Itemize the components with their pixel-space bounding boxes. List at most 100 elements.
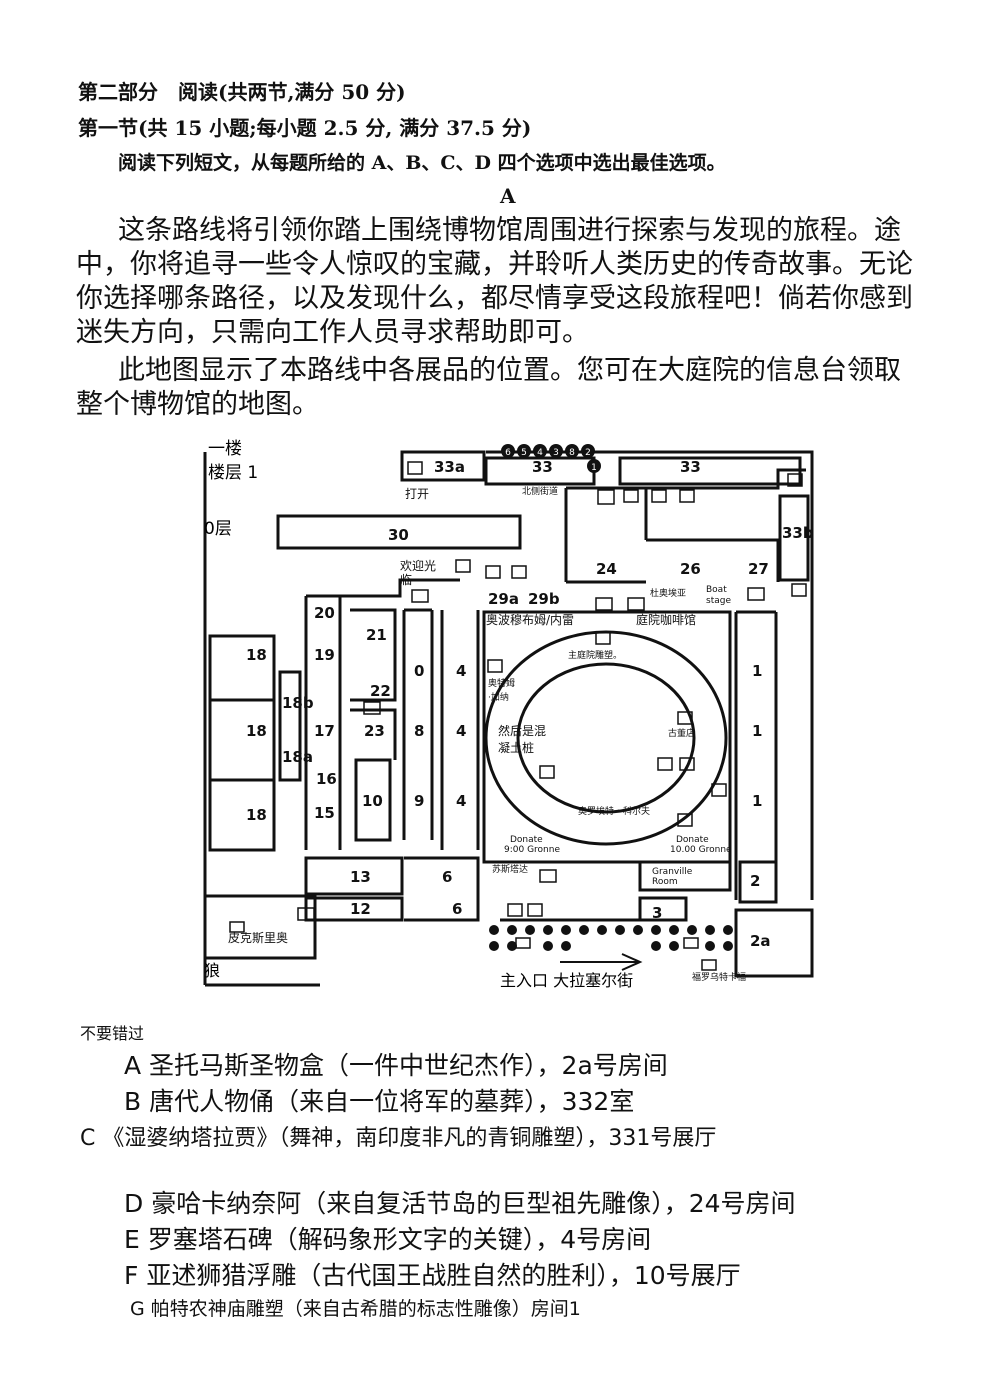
info-icon: [455, 559, 471, 573]
room-number: 18a: [282, 748, 313, 766]
open-label: 打开: [405, 487, 429, 501]
option-d: D 豪哈卡纳奈阿（来自复活节岛的巨型祖先雕像），24号房间: [124, 1189, 796, 1218]
info-icon: [595, 631, 611, 645]
north-number: 2: [585, 448, 591, 458]
room-number: 18: [246, 806, 267, 824]
part-heading: 第二部分 阅读(共两节,满分 50 分): [78, 80, 406, 104]
floor-label: 楼层 1: [208, 463, 258, 483]
north-number: 4: [537, 448, 543, 458]
room-number: 33b: [782, 524, 814, 542]
boat-stage-label: stage: [706, 596, 731, 606]
court-cafe-label: 庭院咖啡馆: [636, 612, 696, 627]
room-number: 26: [680, 560, 701, 578]
shop-icon: [677, 711, 693, 725]
frotford-label: 福罗乌特卡福: [692, 971, 746, 983]
north-number: 5: [521, 448, 527, 458]
room-number: 16: [316, 770, 337, 788]
lift-icon: [511, 565, 527, 579]
room-number: 33: [532, 458, 553, 476]
passage-line: 迷失方向，只需向工作人员寻求帮助即可。: [76, 317, 589, 348]
room-number: 1: [752, 792, 762, 810]
section-heading: 第一节(共 15 小题;每小题 2.5 分, 满分 37.5 分): [78, 116, 532, 140]
main-entrance-label: 主入口 大拉塞尔街: [500, 971, 633, 990]
room-number: 10: [362, 792, 383, 810]
passage-line: 这条路线将引领你踏上围绕博物馆周围进行探索与发现的旅程。途: [118, 215, 901, 246]
room-number: 2: [750, 872, 760, 890]
stairs-icon: [627, 597, 645, 611]
north-number: 1: [591, 463, 597, 473]
sustar-label: 苏斯塔达: [492, 863, 528, 875]
stairs-icon: [539, 765, 555, 779]
passage-line: 此地图显示了本路线中各展品的位置。您可在大庭院的信息台领取: [118, 355, 901, 386]
north-number: 6: [505, 448, 511, 458]
passage-line: 中，你将追寻一些令人惊叹的宝藏，并聆听人类历史的传奇故事。无论: [76, 249, 913, 280]
lift-icon: [679, 757, 695, 771]
donate-label: 10.00 Gronne: [670, 845, 732, 855]
info-icon: [701, 959, 717, 971]
room-number: 33a: [434, 458, 465, 476]
cafe-icon: [651, 489, 667, 503]
room-number: 4: [456, 722, 466, 740]
north-number: 3: [553, 448, 559, 458]
room-number: 27: [748, 560, 769, 578]
court-sculpture-label: 主庭院雕塑。: [568, 649, 622, 661]
stairs-icon: [411, 589, 429, 603]
passage-letter: A: [500, 184, 516, 208]
welcome-label: 欢迎光: [400, 558, 436, 573]
granville-label: Granville: [652, 867, 693, 877]
wolf-label: 狼: [204, 961, 220, 980]
room-number: 30: [388, 526, 409, 544]
north-stairs-label: 北侧街道: [522, 485, 558, 497]
dont-miss-label: 不要错过: [80, 1024, 145, 1043]
stairs-icon: [297, 907, 315, 921]
room-number: 2a: [750, 932, 771, 950]
toilet-icon: [515, 937, 531, 949]
donate-label: 9:00 Gronne: [504, 845, 560, 855]
concrete-label: 然后是混: [498, 723, 546, 738]
shop-icon: [229, 921, 245, 933]
donate-label: Donate: [676, 835, 709, 845]
room-number: 4: [456, 792, 466, 810]
floor-label: 一楼: [208, 439, 242, 459]
toilet-icon: [711, 783, 727, 797]
room-number: 33: [680, 458, 701, 476]
level-label: 0层: [204, 519, 232, 539]
lift-icon: [507, 903, 523, 917]
toilet-icon: [485, 565, 501, 579]
option-g: G 帕特农神庙雕塑（来自古希腊的标志性雕像）房间1: [130, 1298, 581, 1320]
room-number: 15: [314, 804, 335, 822]
stairs-icon: [787, 473, 803, 487]
toilet-icon: [657, 757, 673, 771]
toilet-icon: [623, 489, 639, 503]
stairs-icon: [747, 587, 765, 601]
room-number: 1: [752, 722, 762, 740]
room-number: 6: [452, 900, 462, 918]
north-number: 8: [569, 448, 575, 458]
room-number: 20: [314, 604, 335, 622]
option-e: E 罗塞塔石碑（解码象形文字的关键），4号房间: [124, 1225, 652, 1254]
toilet-icon: [683, 937, 699, 949]
room-number: 21: [366, 626, 387, 644]
orwell-label: 奥罗埃特・科尔夫: [578, 805, 650, 817]
option-c: C 《湿婆纳塔拉贾》（舞神，南印度非凡的青铜雕塑），331号展厅: [80, 1126, 717, 1151]
dubai-label: 杜奥埃亚: [650, 587, 686, 599]
room-number: 3: [652, 904, 662, 922]
entrance-arrow-icon: [560, 953, 643, 971]
room-number: 17: [314, 722, 335, 740]
room-number: 29a: [488, 590, 519, 608]
welcome-label: 临: [400, 573, 412, 587]
pickslio-label: 皮克斯里奥: [228, 931, 288, 945]
concrete-label: 凝土桩: [498, 740, 534, 755]
granville-label: Room: [652, 877, 678, 887]
room-number: 9: [414, 792, 424, 810]
room-number: 24: [596, 560, 617, 578]
instruction-text: 阅读下列短文，从每题所给的 A、B、C、D 四个选项中选出最佳选项。: [118, 152, 726, 174]
room-number: 0: [414, 662, 424, 680]
room-number: 23: [364, 722, 385, 740]
passage-line: 整个博物馆的地图。: [76, 389, 319, 420]
option-a: A 圣托马斯圣物盒（一件中世纪杰作），2a号房间: [124, 1051, 668, 1080]
room29-label: 奥波穆布姆/内雷: [486, 612, 574, 627]
lift-icon: [791, 583, 807, 597]
room-number: 22: [370, 682, 391, 700]
